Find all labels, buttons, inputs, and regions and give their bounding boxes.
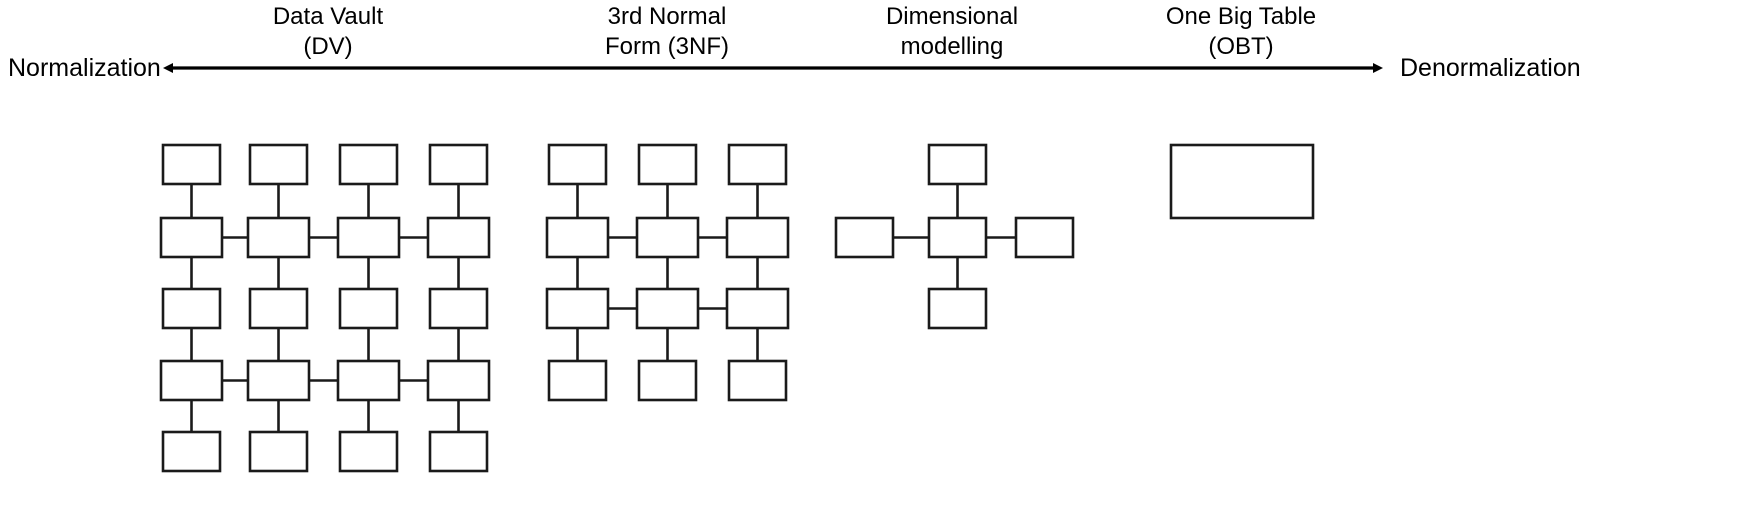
entity-box [545,216,610,259]
entity-box [246,359,311,402]
column-label-dimensional-modelling: Dimensional modelling [885,3,1019,60]
dimension-box [927,287,988,330]
entity-box [547,143,608,186]
entity-box [338,430,399,473]
dimensional-modelling-diagram [834,143,1075,330]
entity-box [428,287,489,330]
entity-box [336,216,401,259]
axis-label-normalization: Normalization [8,54,161,82]
entity-box [338,143,399,186]
column-label-data-vault: Data Vault (DV) [272,3,384,60]
entity-box [428,143,489,186]
entity-box [545,287,610,330]
data-vault-diagram [159,143,491,473]
dimension-box [927,143,988,186]
fact-table-box [927,216,988,259]
entity-box [637,143,698,186]
entity-box [426,216,491,259]
entity-box [248,143,309,186]
entity-box [727,143,788,186]
entity-box [637,359,698,402]
entity-box [727,359,788,402]
column-label-third-normal-form: 3rd Normal Form (3NF) [605,3,729,60]
one-big-table-box [1169,143,1315,220]
dimension-box [1014,216,1075,259]
entity-box [248,287,309,330]
entity-box [725,216,790,259]
entity-box [428,430,489,473]
axis-label-denormalization: Denormalization [1400,54,1581,82]
third-normal-form-diagram [545,143,790,402]
entity-box [547,359,608,402]
entity-box [635,216,700,259]
one-big-table-diagram [1169,143,1315,220]
entity-box [725,287,790,330]
entity-box [336,359,401,402]
entity-box [159,359,224,402]
entity-box [426,359,491,402]
entity-box [159,216,224,259]
entity-box [338,287,399,330]
entity-box [161,287,222,330]
entity-box [246,216,311,259]
entity-box [635,287,700,330]
column-label-one-big-table: One Big Table (OBT) [1165,3,1317,60]
entity-box [161,143,222,186]
dimension-box [834,216,895,259]
entity-box [248,430,309,473]
entity-box [161,430,222,473]
